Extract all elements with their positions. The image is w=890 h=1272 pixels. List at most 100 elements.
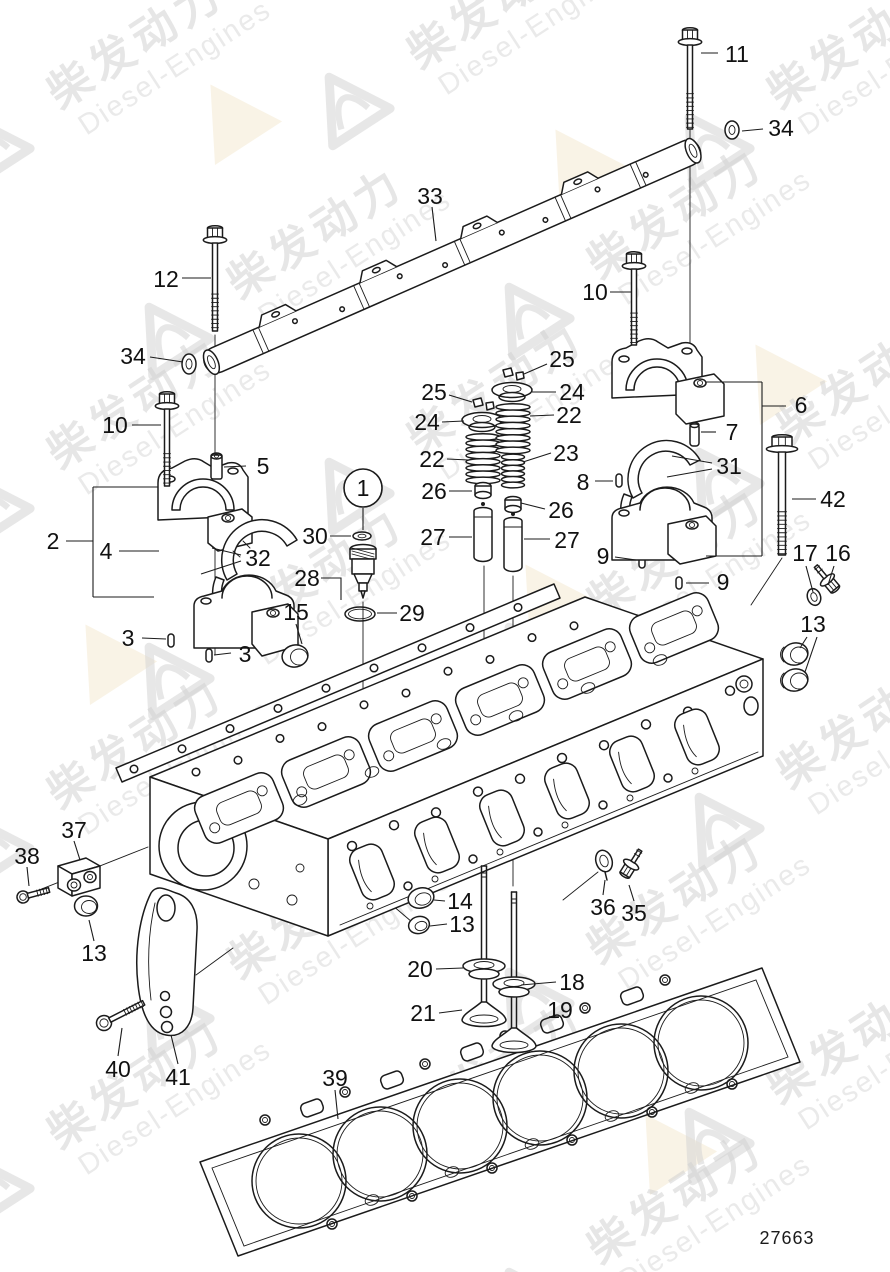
- callout-13: 13: [800, 611, 826, 637]
- callout-leader-33: [431, 206, 437, 242]
- callout-30: 30: [302, 523, 328, 549]
- callout-19: 19: [547, 997, 573, 1023]
- callout-leader-31: [666, 468, 713, 478]
- callout-leader-36: [602, 879, 606, 896]
- callout-38: 38: [14, 843, 40, 869]
- callout-leader-17: [805, 565, 814, 593]
- rocker-stand-right: [611, 338, 725, 425]
- valve-stem-seals: [407, 887, 435, 935]
- callout-leader-40: [117, 1027, 123, 1057]
- cup-plug-15: [281, 644, 309, 668]
- bearing-cap-lower-right: [611, 486, 717, 565]
- flange-bolt: [677, 27, 703, 130]
- brand-logo-icon: [504, 282, 575, 361]
- clamp-block: [57, 857, 101, 897]
- callout-leader-13: [804, 636, 818, 673]
- injector-28: [349, 543, 377, 599]
- callout-23: 23: [553, 440, 579, 466]
- callout-36: 36: [590, 894, 616, 920]
- callout-leader-32: [211, 547, 242, 556]
- callout-9: 9: [717, 569, 730, 595]
- callout-leader-18: [520, 981, 557, 986]
- callout-29: 29: [399, 600, 425, 626]
- callout-21: 21: [410, 1000, 436, 1026]
- callout-leader-13: [799, 636, 808, 649]
- callout-leader-34: [149, 356, 184, 363]
- flange-bolt: [619, 848, 643, 879]
- brand-logo-icon: [694, 792, 765, 871]
- callout-42: 42: [820, 486, 846, 512]
- brand-logo-icon: [504, 1267, 575, 1272]
- callout-22: 22: [556, 402, 582, 428]
- washer-17: [806, 587, 822, 607]
- brand-logo-icon: [0, 812, 35, 891]
- callout-7: 7: [726, 419, 739, 445]
- callout-leader-41: [170, 1034, 179, 1065]
- logo-watermark-beige: [85, 624, 158, 705]
- pin-5: [210, 452, 223, 480]
- callout-leader-32: [200, 560, 242, 575]
- callout-18: 18: [559, 969, 585, 995]
- callout-leader-34: [741, 128, 764, 132]
- callout-33: 33: [417, 183, 443, 209]
- callout-13: 13: [449, 911, 475, 937]
- callout-leader-37: [73, 840, 81, 861]
- valve-rotator-left: [474, 481, 492, 500]
- callout-27: 27: [554, 527, 580, 553]
- washer-34-right: [724, 120, 740, 140]
- rocker-shaft: [202, 137, 702, 376]
- brand-logo-icon: [0, 1152, 35, 1231]
- callout-leader-39: [334, 1089, 339, 1120]
- callout-leader-3: [213, 652, 232, 656]
- callout-9: 9: [597, 543, 610, 569]
- callout-24: 24: [559, 379, 585, 405]
- logo-watermark-beige: [645, 1114, 718, 1195]
- callout-41: 41: [165, 1064, 191, 1090]
- callout-leader-24: [441, 420, 465, 423]
- brand-logo-icon: [324, 72, 395, 151]
- callout-24: 24: [414, 409, 440, 435]
- flange-bolt: [621, 251, 647, 346]
- callout-leader-35: [628, 884, 635, 902]
- callout-leader-20: [435, 967, 464, 970]
- callout-15: 15: [283, 599, 309, 625]
- callout-12: 12: [153, 266, 179, 292]
- exhaust-valve: [491, 891, 537, 1054]
- callout-14: 14: [447, 888, 473, 914]
- tappet-left: [473, 502, 493, 563]
- valve-spring: [495, 403, 531, 455]
- callout-leader-26: [520, 502, 546, 510]
- callout-3: 3: [239, 641, 252, 667]
- callout-32: 32: [245, 545, 271, 571]
- callout-20: 20: [407, 956, 433, 982]
- logo-watermark-beige-layer: [85, 84, 828, 1195]
- callout-25: 25: [421, 379, 447, 405]
- washer-36: [594, 849, 614, 881]
- pin-7: [689, 421, 700, 447]
- brand-logo-icon: [144, 302, 215, 381]
- callout-5: 5: [257, 453, 270, 479]
- head-gasket: [199, 967, 801, 1257]
- callout-34: 34: [120, 343, 146, 369]
- callout-leader-16: [827, 565, 835, 586]
- valve-cover-gasket: [115, 583, 561, 783]
- valve-spring: [500, 453, 526, 489]
- flange-bolt: [202, 225, 228, 332]
- tappet-right: [503, 512, 523, 573]
- callout-25: 25: [549, 346, 575, 372]
- callout-leader-22: [529, 414, 555, 417]
- callout-leader-28: [321, 577, 342, 600]
- part-number: 27663: [759, 1228, 815, 1248]
- brand-logo-icon: [144, 642, 215, 721]
- washer-34-left: [181, 353, 197, 375]
- callout-6: 6: [795, 392, 808, 418]
- callout-4: 4: [100, 538, 113, 564]
- intake-valve: [461, 865, 507, 1028]
- callout-leader-25: [448, 394, 473, 403]
- callout-16: 16: [825, 540, 851, 566]
- callout-26: 26: [548, 497, 574, 523]
- logo-watermark-beige: [755, 344, 828, 425]
- exploded-parts-drawing: [16, 27, 841, 1257]
